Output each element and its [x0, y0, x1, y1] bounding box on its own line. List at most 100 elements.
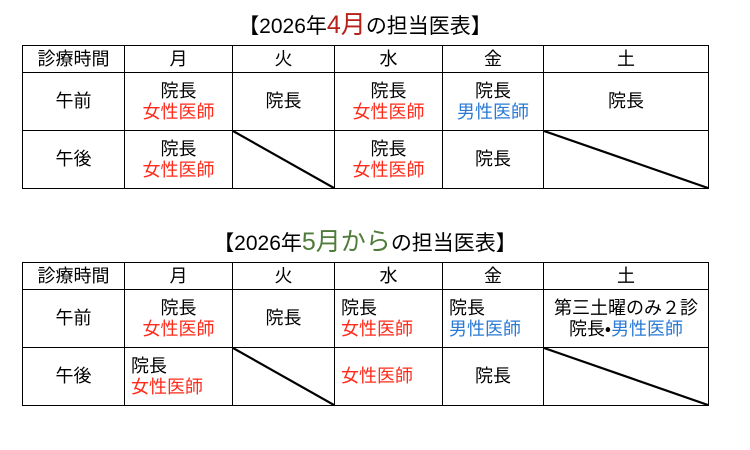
schedule-cell [543, 347, 709, 406]
row-label-午後: 午後 [22, 130, 125, 189]
schedule-cell-content: 院長女性医師 [125, 290, 232, 347]
schedule-cell [543, 130, 709, 189]
schedule-cell: 院長 [232, 289, 335, 348]
schedule-entry-segment: 男性医師 [611, 318, 684, 339]
column-header-5: 土 [543, 45, 709, 73]
schedule-entry: 女性医師 [352, 159, 425, 180]
column-header-2: 火 [232, 262, 335, 290]
schedule-cell-content: 院長 [443, 131, 543, 188]
table-row: 午前院長女性医師院長院長女性医師院長男性医師第三土曜のみ２診院長・男性医師 [22, 289, 709, 348]
schedule-entry: 女性医師 [142, 318, 215, 339]
schedule-cell [232, 347, 335, 406]
schedule-entry: 院長 [475, 366, 511, 386]
column-header-1: 月 [124, 262, 233, 290]
column-header-4: 金 [442, 262, 544, 290]
schedule-cell-content: 院長女性医師 [125, 348, 232, 405]
title-month-accent: 4月 [326, 11, 366, 39]
schedule-entry: 院長 [265, 91, 302, 111]
table-row: 午後院長女性医師女性医師院長 [22, 347, 709, 406]
diagonal-strike-icon [233, 348, 334, 405]
schedule-entry: 院長 [370, 138, 407, 159]
schedule-cell: 第三土曜のみ２診院長・男性医師 [543, 289, 709, 348]
schedule-entry: 第三土曜のみ２診 [554, 297, 698, 318]
schedule-cell: 院長女性医師 [124, 130, 233, 189]
column-header-1: 月 [124, 45, 233, 73]
column-header-3: 水 [334, 262, 443, 290]
schedule-title-may: 【2026年5月からの担当医表】 [22, 227, 708, 259]
schedule-cell: 院長 [232, 72, 335, 131]
schedule-entry: 女性医師 [341, 318, 413, 339]
schedule-entry: 院長 [160, 297, 197, 318]
schedule-entry: 女性医師 [142, 159, 215, 180]
row-label-value: 午後 [55, 149, 92, 169]
schedule-cell-content: 院長女性医師 [125, 73, 232, 130]
column-header-4: 金 [442, 45, 544, 73]
schedule-cell-content: 院長女性医師 [335, 73, 442, 130]
title-suffix: の担当医表】 [365, 15, 492, 38]
title-prefix: 【2026年 [213, 232, 302, 255]
schedule-entry: 院長 [449, 297, 485, 318]
schedule-cell-content: 院長男性医師 [443, 73, 543, 130]
schedule-cell-content: 院長女性医師 [335, 290, 442, 347]
row-label-value: 午前 [55, 308, 92, 328]
row-label-text: 午前 [23, 290, 124, 347]
schedule-cell: 院長 [442, 130, 544, 189]
row-label-午前: 午前 [22, 289, 125, 348]
schedule-cell-content: 院長女性医師 [335, 131, 442, 188]
schedule-title-april: 【2026年4月の担当医表】 [22, 10, 708, 42]
schedule-cell: 院長男性医師 [442, 72, 544, 131]
schedule-cell: 院長女性医師 [124, 72, 233, 131]
schedule-cell-content: 院長 [233, 290, 334, 347]
schedule-cell: 院長女性医師 [124, 347, 233, 406]
column-header-2: 火 [232, 45, 335, 73]
schedule-cell-content: 院長女性医師 [125, 131, 232, 188]
schedule-cell: 院長 [543, 72, 709, 131]
schedule-entry-segment: 院長・ [568, 318, 612, 339]
schedule-cell-content: 女性医師 [335, 348, 442, 405]
column-header-3: 水 [334, 45, 443, 73]
table-header-row: 診療時間月火水金土 [22, 262, 709, 290]
schedule-entry: 院長 [370, 80, 407, 101]
schedule-entry: 女性医師 [142, 101, 215, 122]
schedule-cell-content: 第三土曜のみ２診院長・男性医師 [544, 290, 708, 347]
diagonal-strike-icon [233, 131, 334, 188]
schedule-block-april: 【2026年4月の担当医表】診療時間月火水金土午前院長女性医師院長院長女性医師院… [22, 10, 709, 189]
column-header-0: 診療時間 [22, 262, 125, 290]
schedule-cell: 院長女性医師 [124, 289, 233, 348]
schedule-cell: 院長女性医師 [334, 72, 443, 131]
schedule-entry: 院長 [608, 91, 644, 111]
schedule-cell-content: 院長 [233, 73, 334, 130]
schedule-entry: 院長 [160, 80, 197, 101]
schedule-cell: 女性医師 [334, 347, 443, 406]
schedule-cell: 院長女性医師 [334, 289, 443, 348]
row-label-text: 午後 [23, 348, 124, 405]
schedule-cell: 院長男性医師 [442, 289, 544, 348]
schedule-cell: 院長女性医師 [334, 130, 443, 189]
diagonal-strike-icon [544, 348, 708, 405]
row-label-午前: 午前 [22, 72, 125, 131]
schedule-entry: 男性医師 [449, 318, 521, 339]
table-row: 午前院長女性医師院長院長女性医師院長男性医師院長 [22, 72, 709, 131]
schedule-cell-content: 院長 [544, 73, 708, 130]
column-header-0: 診療時間 [22, 45, 125, 73]
schedule-entry: 院長・男性医師 [569, 319, 683, 340]
schedule-entry: 男性医師 [457, 101, 529, 122]
schedule-cell-content: 院長男性医師 [443, 290, 543, 347]
schedule-cell [232, 130, 335, 189]
schedule-entry: 院長 [131, 355, 167, 376]
row-label-value: 午前 [55, 91, 92, 111]
table-header-row: 診療時間月火水金土 [22, 45, 709, 73]
title-prefix: 【2026年 [238, 15, 327, 38]
schedule-entry: 院長 [475, 80, 511, 101]
schedule-table-april: 診療時間月火水金土午前院長女性医師院長院長女性医師院長男性医師院長午後院長女性医… [22, 45, 709, 189]
schedule-entry: 女性医師 [341, 366, 413, 386]
row-label-text: 午後 [23, 131, 124, 188]
row-label-午後: 午後 [22, 347, 125, 406]
schedule-table-may: 診療時間月火水金土午前院長女性医師院長院長女性医師院長男性医師第三土曜のみ２診院… [22, 262, 709, 406]
schedule-entry: 院長 [475, 149, 511, 169]
schedule-block-may: 【2026年5月からの担当医表】診療時間月火水金土午前院長女性医師院長院長女性医… [22, 227, 709, 406]
row-label-text: 午前 [23, 73, 124, 130]
schedule-cell: 院長 [442, 347, 544, 406]
schedule-entry: 女性医師 [131, 376, 203, 397]
title-month-accent: 5月から [301, 228, 391, 256]
